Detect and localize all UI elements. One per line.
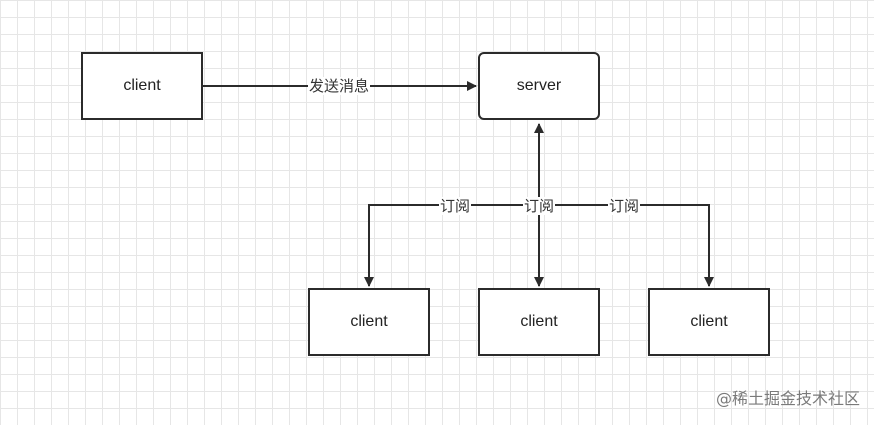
edge-send-label: 发送消息	[308, 77, 371, 95]
edge-subscribe-3-line	[539, 204, 714, 287]
server-node[interactable]: server	[478, 52, 600, 120]
publisher-client-label: client	[123, 77, 161, 94]
subscriber-client-label-3: client	[690, 313, 728, 330]
edge-subscribe-2-label: 订阅	[523, 197, 556, 215]
subscriber-client-node-2[interactable]: client	[478, 288, 600, 356]
edge-subscribe-1-label: 订阅	[439, 197, 472, 215]
edge-subscribe-3-label: 订阅	[608, 197, 641, 215]
server-label: server	[516, 77, 562, 94]
subscriber-client-node-3[interactable]: client	[648, 288, 770, 356]
publisher-client-node[interactable]: client	[81, 52, 203, 120]
edge-subscribe-1-line	[364, 204, 539, 287]
subscriber-client-node-1[interactable]: client	[308, 288, 430, 356]
subscriber-client-label-1: client	[350, 313, 388, 330]
watermark-text: @稀土掘金技术社区	[715, 389, 860, 408]
subscriber-client-label-2: client	[520, 313, 558, 330]
